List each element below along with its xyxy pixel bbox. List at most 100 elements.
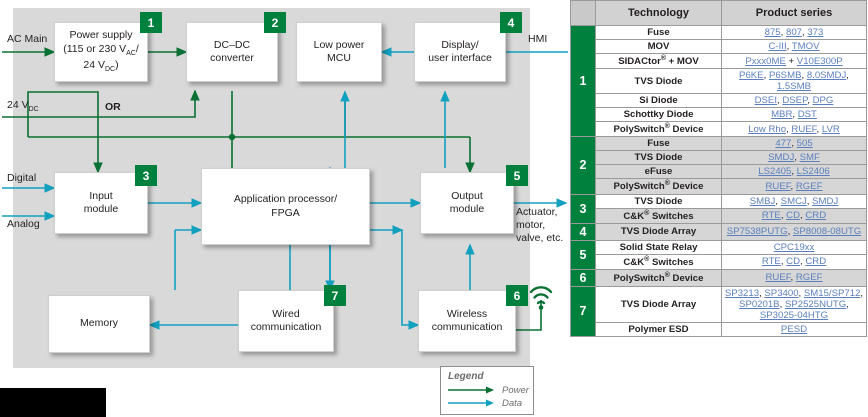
product-link[interactable]: SM15/SP712 bbox=[803, 287, 861, 299]
product-link[interactable]: CRD bbox=[805, 210, 827, 222]
product-link[interactable]: CRD bbox=[805, 256, 827, 268]
technology-cell: Solid State Relay bbox=[595, 239, 722, 255]
badge-3: 3 bbox=[135, 165, 157, 186]
product-link[interactable]: 1.5SMB bbox=[776, 81, 812, 93]
legend-title: Legend bbox=[448, 371, 484, 382]
block-power-supply-label: Power supply(115 or 230 VAC/24 VDC) bbox=[63, 29, 139, 73]
product-link[interactable]: RGEF bbox=[795, 272, 823, 284]
product-separator: , bbox=[763, 70, 769, 82]
product-link[interactable]: SMDJ bbox=[812, 195, 839, 207]
product-link[interactable]: 477 bbox=[775, 138, 792, 150]
product-link[interactable]: SP3400 bbox=[764, 287, 799, 299]
badge-4: 4 bbox=[500, 12, 522, 33]
product-link[interactable]: SMBJ bbox=[749, 195, 776, 207]
group-number-cell-7: 7 bbox=[570, 285, 596, 337]
product-series-cell: SP3213, SP3400, SM15/SP712, SP0201B, SP2… bbox=[721, 285, 867, 323]
product-separator: , bbox=[860, 287, 864, 299]
product-link[interactable]: 807 bbox=[785, 27, 802, 38]
product-link[interactable]: 875 bbox=[764, 27, 781, 38]
product-link[interactable]: DSEP bbox=[782, 95, 808, 107]
badge-7: 7 bbox=[324, 285, 346, 306]
product-link[interactable]: SP2525NUTG bbox=[784, 298, 847, 310]
product-link[interactable]: C-III bbox=[768, 41, 787, 52]
product-link[interactable]: CD bbox=[786, 210, 801, 222]
product-link[interactable]: RGEF bbox=[795, 180, 823, 192]
product-separator: , bbox=[798, 287, 804, 299]
product-separator: , bbox=[791, 138, 797, 150]
product-link[interactable]: SP7538PUTG bbox=[726, 226, 788, 238]
product-link[interactable]: P6SMB bbox=[768, 70, 802, 82]
product-separator: , bbox=[777, 95, 783, 107]
product-link[interactable]: MBR bbox=[771, 109, 793, 121]
product-link[interactable]: 8.0SMDJ bbox=[806, 70, 847, 82]
product-link[interactable]: 373 bbox=[807, 27, 824, 38]
block-memory[interactable]: Memory bbox=[48, 295, 150, 353]
product-series-cell: C-III, TMOV bbox=[721, 39, 867, 54]
wifi-antenna-icon bbox=[529, 286, 553, 310]
product-separator: + bbox=[785, 55, 797, 67]
product-link[interactable]: Pxxx0ME bbox=[745, 55, 786, 67]
block-application-processor[interactable]: Application processor/FPGA bbox=[201, 168, 370, 245]
product-link[interactable]: 505 bbox=[796, 138, 813, 150]
product-link[interactable]: SP3213 bbox=[724, 287, 760, 299]
product-separator: , bbox=[800, 256, 806, 268]
product-link[interactable]: P6KE bbox=[739, 70, 764, 82]
system-block-diagram: Power supply(115 or 230 VAC/24 VDC) 1 DC… bbox=[0, 8, 568, 417]
product-link[interactable]: SMDJ bbox=[768, 152, 795, 164]
product-link[interactable]: TMOV bbox=[791, 41, 820, 52]
technology-cell: Fuse bbox=[595, 136, 722, 152]
product-link[interactable]: SMF bbox=[799, 152, 820, 164]
product-separator: , bbox=[759, 287, 765, 299]
product-link[interactable]: Low Rho bbox=[748, 123, 787, 135]
product-link[interactable]: SP3025-04HTG bbox=[759, 309, 829, 321]
product-series-cell: SMBJ, SMCJ, SMDJ bbox=[721, 193, 867, 209]
product-separator: , bbox=[790, 180, 796, 192]
product-link[interactable]: DST bbox=[797, 109, 817, 121]
product-separator: , bbox=[807, 95, 813, 107]
product-link[interactable]: RUEF bbox=[765, 180, 791, 192]
product-separator: , bbox=[846, 298, 849, 310]
product-link[interactable]: DPG bbox=[812, 95, 834, 107]
product-separator: , bbox=[786, 123, 792, 135]
product-link[interactable]: LS2405 bbox=[758, 166, 792, 178]
product-link[interactable]: CPC19xx bbox=[773, 241, 815, 253]
product-series-cell: CPC19xx bbox=[721, 239, 867, 255]
product-link[interactable]: LS2406 bbox=[796, 166, 830, 178]
block-display-user-interface[interactable]: Display/user interface bbox=[414, 22, 506, 82]
technology-cell: TVS Diode bbox=[595, 193, 722, 209]
product-link[interactable]: PESD bbox=[780, 323, 808, 335]
product-link[interactable]: RUEF bbox=[791, 123, 817, 135]
product-separator: , bbox=[801, 70, 807, 82]
product-link[interactable]: SP8008-08UTG bbox=[792, 226, 862, 238]
legend-data-arrow-icon bbox=[448, 399, 494, 407]
technology-cell: MOV bbox=[595, 39, 722, 54]
product-link[interactable]: LVR bbox=[821, 123, 840, 135]
product-link[interactable]: V10E300P bbox=[796, 55, 843, 67]
product-separator: , bbox=[790, 272, 796, 284]
technology-cell: TVS Diode Array bbox=[595, 285, 722, 323]
product-link[interactable]: CD bbox=[786, 256, 801, 268]
legend-power-arrow-icon bbox=[448, 386, 494, 394]
product-link[interactable]: RUEF bbox=[765, 272, 791, 284]
product-separator: , bbox=[786, 41, 792, 52]
block-power-supply[interactable]: Power supply(115 or 230 VAC/24 VDC) bbox=[54, 22, 148, 82]
product-link[interactable]: DSEI bbox=[754, 95, 778, 107]
product-link[interactable]: SP0201B bbox=[739, 298, 780, 310]
technology-cell: eFuse bbox=[595, 164, 722, 180]
product-link[interactable]: RTE bbox=[761, 210, 781, 222]
product-link[interactable]: RTE bbox=[761, 256, 781, 268]
product-link[interactable]: SMCJ bbox=[780, 195, 807, 207]
